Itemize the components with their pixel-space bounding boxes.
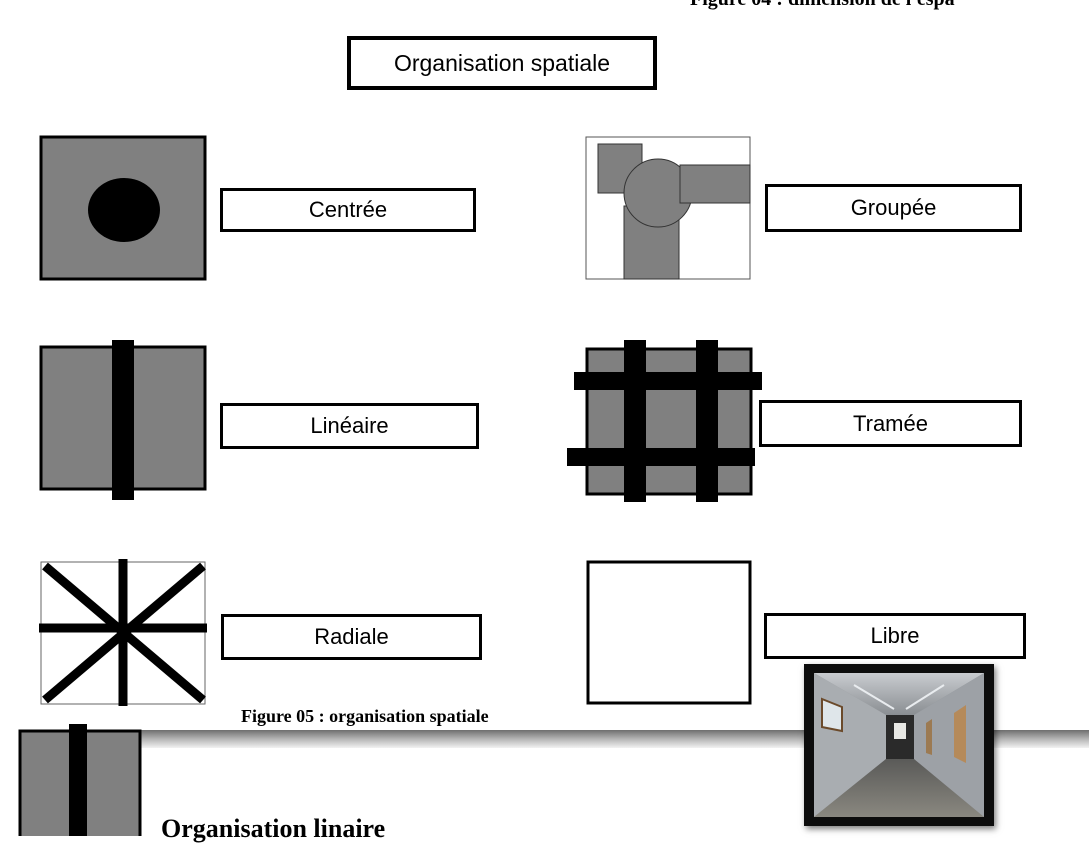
linear-organisation-icon [18,724,142,836]
corridor-photo-image [814,673,984,817]
radiale-shape [39,559,207,706]
tramee-shape [567,340,762,502]
label-libre: Libre [764,613,1026,659]
lineaire-shape [39,340,207,500]
corridor-photo [804,664,994,826]
label-centree: Centrée [220,188,476,232]
top-figure-caption: Figure 04 : dimension de l'espa [690,0,955,11]
centree-shape [39,135,207,281]
libre-shape [586,560,752,705]
figure-caption: Figure 05 : organisation spatiale [241,706,489,726]
diagram-title: Organisation spatiale [347,36,657,90]
label-tramee: Tramée [759,400,1022,447]
section-heading: Organisation linaire [161,814,386,843]
label-groupee: Groupée [765,184,1022,232]
groupee-shape [585,136,751,280]
label-lineaire: Linéaire [220,403,479,449]
label-radiale: Radiale [221,614,482,660]
